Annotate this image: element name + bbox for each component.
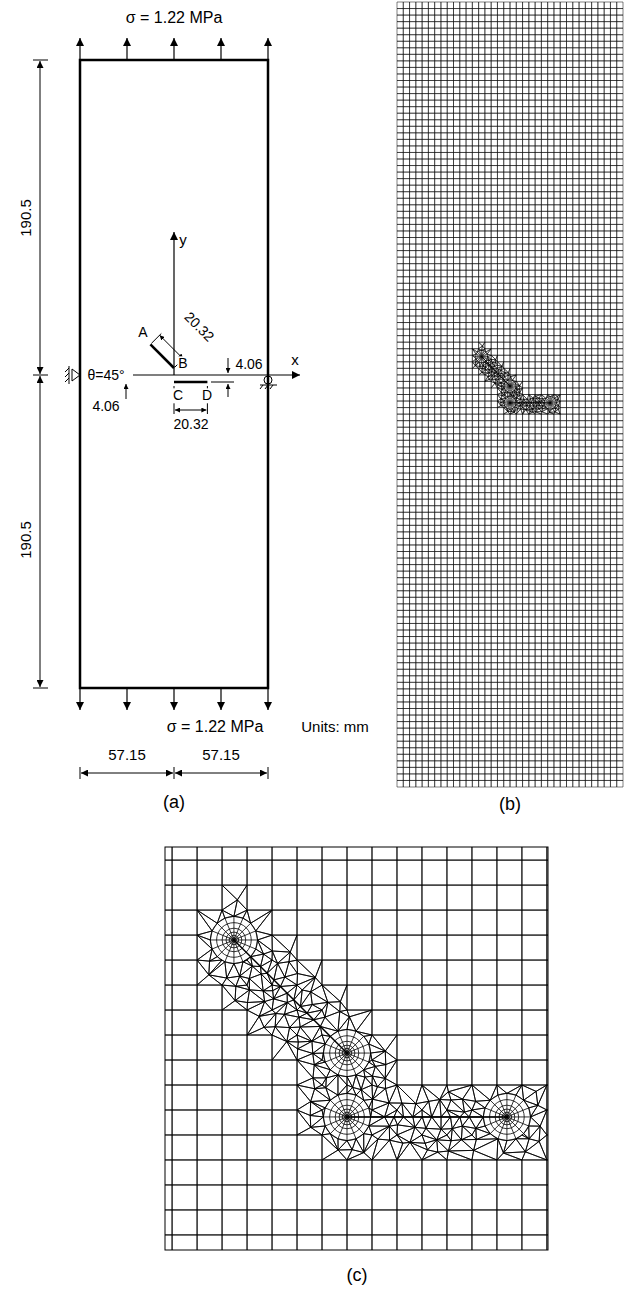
mesh-full xyxy=(397,2,623,787)
axis-label: x xyxy=(290,352,300,369)
units-note: Units: mm xyxy=(300,719,370,736)
plate-drawing xyxy=(33,38,300,779)
point-label: A xyxy=(137,325,148,340)
panel-label: (c) xyxy=(346,1266,369,1286)
crack-tip-rosettes xyxy=(210,916,530,1140)
dimension-label: 190.5 xyxy=(18,198,35,238)
dimension-label: 57.15 xyxy=(201,747,241,764)
zoom-frame xyxy=(165,847,548,1250)
load-label: σ = 1.22 MPa xyxy=(166,718,265,736)
dimension-label: 20.32 xyxy=(180,308,217,345)
crack-lines xyxy=(234,940,507,1117)
dimension-label: 4.06 xyxy=(234,357,263,372)
triangle-elements xyxy=(197,885,547,1160)
load-label: σ = 1.22 MPa xyxy=(125,9,224,27)
axis-label: y xyxy=(178,232,188,249)
panel-label: (a) xyxy=(162,793,186,813)
mesh-zoom xyxy=(165,847,548,1250)
point-label: C xyxy=(172,388,184,403)
point-label: B xyxy=(177,356,188,371)
cracks xyxy=(150,344,207,382)
point-label: D xyxy=(201,388,213,403)
load-arrows xyxy=(80,38,268,710)
dimension-label: 20.32 xyxy=(172,417,209,432)
plate-outline xyxy=(80,60,268,688)
dimension-label: 190.5 xyxy=(18,520,35,560)
axes xyxy=(133,232,300,375)
crack-lines xyxy=(482,357,551,403)
dimension-label: 4.06 xyxy=(91,399,120,414)
panel-label: (b) xyxy=(498,795,522,815)
angle-label: θ=45° xyxy=(86,368,125,383)
quad-elements xyxy=(397,2,623,787)
triangle-elements xyxy=(472,342,560,414)
dimension-label: 57.15 xyxy=(107,747,147,764)
dimension-lines xyxy=(33,60,268,779)
quad-elements xyxy=(165,847,548,1250)
crack-tip-rosettes xyxy=(476,350,556,409)
